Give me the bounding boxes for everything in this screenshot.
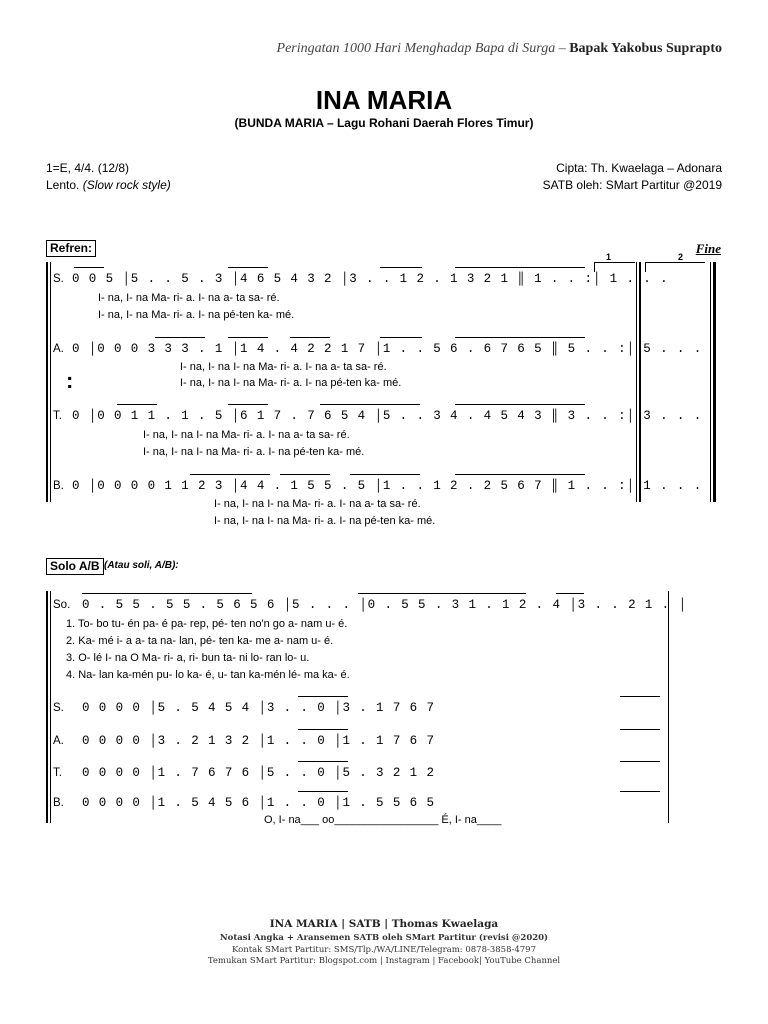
- choir-lyric: O, I- na___ oo_________________ É, I- na…: [264, 814, 502, 826]
- beam: [74, 267, 104, 268]
- voice-label-soprano: S.: [53, 273, 64, 285]
- choir-notes-soprano: 0 0 0 0 │5 . 5 4 5 4 │3 . . 0 │3 . 1 7 6…: [82, 701, 435, 715]
- tempo: Lento. (Slow rock style): [46, 177, 171, 194]
- tempo-style: (Slow rock style): [82, 178, 171, 192]
- volta2-hook: [645, 262, 646, 272]
- solo-label: Solo A/B: [46, 558, 104, 575]
- volta2-number: 2: [678, 252, 684, 262]
- beam: [620, 696, 660, 697]
- beam: [228, 404, 268, 405]
- beam: [290, 337, 330, 338]
- dedication-event: Peringatan 1000 Hari Menghadap Bapa di S…: [276, 41, 556, 56]
- beam: [455, 267, 585, 268]
- beam: [620, 791, 660, 792]
- fine-marker: Fine: [695, 241, 721, 256]
- verse-3: 3. O- lé I- na O Ma- ri- a, ri- bun ta- …: [66, 652, 310, 664]
- beam: [298, 696, 348, 697]
- footer-social: Temukan SMart Partitur: Blogspot.com | I…: [207, 956, 561, 966]
- solo-system-bracket-thin: [50, 591, 51, 823]
- refrain-label: Refren:: [46, 240, 97, 257]
- arranger: SATB oleh: SMart Partitur @2019: [542, 178, 722, 192]
- system-bracket-thin: [50, 262, 51, 502]
- dedication-header: Peringatan 1000 Hari Menghadap Bapa di S…: [277, 41, 722, 57]
- song-subtitle: (BUNDA MARIA – Lagu Rohani Daerah Flores…: [234, 116, 534, 130]
- beam: [228, 267, 268, 268]
- final-barline-thin: [710, 262, 711, 502]
- notes-soprano: 0 0 5 │5 . . 5 . 3 │4 6 5 4 3 2 │3 . . 1…: [72, 272, 669, 286]
- beam: [380, 267, 422, 268]
- solo-end-barline: [668, 591, 669, 823]
- choir-label-tenor: T.: [53, 767, 62, 779]
- choir-notes-bass: 0 0 0 0 │1 . 5 4 5 6 │1 . . 0 │1 . 5 5 6…: [82, 796, 435, 810]
- voice-label-alto: A.: [53, 343, 64, 355]
- beam: [350, 474, 420, 475]
- repeat-barline-thick: [639, 262, 641, 502]
- solo-hint: (Atau soli, A/B):: [104, 560, 179, 571]
- lyric-soprano-1: I- na, I- na Ma- ri- a. I- na a- ta sa- …: [98, 292, 280, 304]
- beam: [455, 474, 585, 475]
- notes-solo: 0 . 5 5 . 5 5 . 5 6 5 6 │5 . . . │0 . 5 …: [82, 598, 687, 612]
- dedication-dash: –: [558, 41, 566, 56]
- solo-system-bracket: [46, 591, 48, 823]
- final-barline-thick: [713, 262, 716, 502]
- meta-left: 1=E, 4/4. (12/8) Lento. (Slow rock style…: [46, 160, 171, 194]
- beam: [380, 337, 422, 338]
- beam: [298, 729, 348, 730]
- beam: [298, 791, 348, 792]
- beam: [298, 761, 348, 762]
- composer: Cipta: Th. Kwaelaga – Adonara: [556, 161, 722, 175]
- choir-notes-alto: 0 0 0 0 │3 . 2 1 3 2 │1 . . 0 │1 . 1 7 6…: [82, 734, 435, 748]
- beam: [190, 474, 270, 475]
- choir-label-alto: A.: [53, 735, 64, 747]
- repeat-barline-thin: [636, 262, 637, 502]
- verse-1: 1. To- bo tu- én pa- é pa- rep, pé- ten …: [66, 618, 348, 630]
- beam: [620, 729, 660, 730]
- choir-notes-tenor: 0 0 0 0 │1 . 7 6 7 6 │5 . . 0 │5 . 3 2 1…: [82, 766, 435, 780]
- beam: [455, 337, 585, 338]
- choir-label-soprano: S.: [53, 702, 64, 714]
- lyric-tenor-2: I- na, I- na I- na Ma- ri- a. I- na pé-t…: [143, 446, 365, 458]
- beam: [455, 404, 585, 405]
- lyric-tenor-1: I- na, I- na I- na Ma- ri- a. I- na a- t…: [143, 429, 350, 441]
- beam: [228, 337, 268, 338]
- lyric-bass-1: I- na, I- na I- na Ma- ri- a. I- na a- t…: [214, 498, 421, 510]
- voice-label-bass: B.: [53, 480, 64, 492]
- voice-label-tenor: T.: [53, 410, 62, 422]
- footer-title: INA MARIA | SATB | Thomas Kwaelaga: [269, 918, 499, 930]
- verse-2: 2. Ka- mé i- a a- ta na- lan, pé- ten ka…: [66, 635, 334, 647]
- dedication-person: Bapak Yakobus Suprapto: [569, 41, 722, 56]
- notes-bass: 0 │0 0 0 0 1 1 2 3 │4 4 . 1 5 5 . 5 │1 .…: [72, 479, 703, 493]
- notes-tenor: 0 │0 0 1 1 . 1 . 5 │6 1 7 . 7 6 5 4 │5 .…: [72, 409, 703, 423]
- volta2-bracket: [645, 262, 705, 263]
- meta-right: Cipta: Th. Kwaelaga – Adonara SATB oleh:…: [543, 160, 722, 194]
- lyric-alto-2: I- na, I- na I- na Ma- ri- a. I- na pé-t…: [180, 377, 402, 389]
- voice-label-solo: So.: [53, 599, 71, 611]
- choir-label-bass: B.: [53, 797, 64, 809]
- beam: [620, 761, 660, 762]
- song-title: INA MARIA: [315, 85, 453, 115]
- system-bracket: [46, 262, 48, 502]
- beam: [117, 404, 157, 405]
- beam: [280, 474, 330, 475]
- volta1-number: 1: [606, 252, 612, 262]
- footer-notation: Notasi Angka + Aransemen SATB oleh SMart…: [219, 933, 549, 943]
- lyric-alto-1: I- na, I- na I- na Ma- ri- a. I- na a- t…: [180, 361, 387, 373]
- beam: [155, 337, 205, 338]
- volta1-bracket: [594, 262, 635, 263]
- volta1-hook: [594, 262, 595, 272]
- key-signature: 1=E, 4/4. (12/8): [46, 161, 130, 175]
- tempo-prefix: Lento.: [46, 178, 80, 192]
- lyric-bass-2: I- na, I- na I- na Ma- ri- a. I- na pé-t…: [214, 515, 436, 527]
- beam: [320, 404, 420, 405]
- repeat-sign: :: [66, 368, 74, 393]
- notes-alto: 0 │0 0 0 3 3 3 . 1 │1 4 . 4 2 2 1 7 │1 .…: [72, 342, 703, 356]
- beam: [358, 593, 526, 594]
- footer-contact: Kontak SMart Partitur: SMS/Tlp./WA/LINE/…: [231, 945, 536, 955]
- beam: [82, 593, 252, 594]
- verse-4: 4. Na- lan ka-mén pu- lo ka- é, u- tan k…: [66, 669, 350, 681]
- beam: [556, 593, 584, 594]
- lyric-soprano-2: I- na, I- na Ma- ri- a. I- na pé-ten ka-…: [98, 309, 295, 321]
